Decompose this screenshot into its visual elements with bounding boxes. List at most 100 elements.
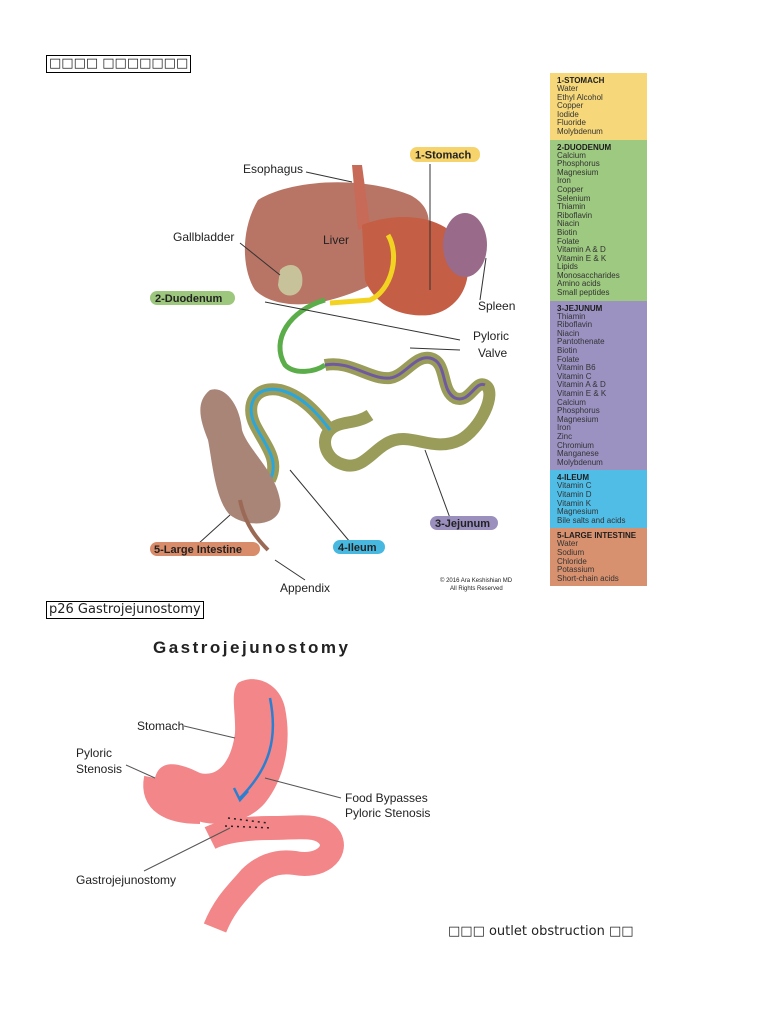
label-esophagus: Esophagus: [243, 162, 303, 176]
table-item: Manganese: [557, 449, 599, 459]
table-item: Thiamin: [557, 202, 586, 212]
label-liver: Liver: [323, 233, 349, 247]
copyright-line-1: © 2016 Ara Keshishian MD: [440, 577, 513, 584]
table-item: Bile salts and acids: [557, 515, 626, 525]
table-item: Copper: [557, 184, 584, 194]
table-item: Water: [557, 84, 579, 93]
table-item: Water: [557, 539, 579, 549]
pill-jejunum-bg: [430, 516, 498, 530]
table-item: Zinc: [557, 431, 573, 441]
table-item: Vitamin D: [557, 489, 592, 499]
table-item: Ethyl Alcohol: [557, 92, 603, 102]
table-block-title: 4-ILEUM: [557, 473, 589, 483]
table-item: Monosaccharides: [557, 270, 620, 280]
jejunum-shape: [319, 351, 496, 472]
header-box: □□□□ □□□□□□□: [46, 55, 192, 73]
table-item: Vitamin C: [557, 481, 592, 491]
table-item: Phosphorus: [557, 159, 600, 169]
gallbladder-shape: [278, 265, 303, 296]
pill-jejunum: 3-Jejunum: [435, 518, 490, 530]
pill-large-intestine-bg: [150, 542, 260, 556]
table-item: Vitamin K: [557, 498, 592, 508]
table-item: Iron: [557, 176, 571, 186]
gastro-stomach-shape: [155, 679, 288, 824]
label-spleen: Spleen: [478, 299, 515, 313]
table-block-title: 2-DUODENUM: [557, 142, 612, 152]
bottom-note: □□□ outlet obstruction □□: [448, 924, 634, 939]
table-item: Vitamin C: [557, 371, 592, 381]
table-item: Lipids: [557, 262, 578, 272]
gastro-duodenum-shape: [143, 775, 201, 824]
food-bypass-arrow: [239, 697, 275, 799]
pill-ileum-bg: [333, 540, 385, 554]
table-item: Small peptides: [557, 288, 610, 298]
esophagus-shape: [352, 165, 370, 230]
table-item: Potassium: [557, 565, 595, 575]
table-item: Magnesium: [557, 414, 599, 424]
gastro-jejunum-shape: [203, 815, 344, 933]
table-item: Calcium: [557, 397, 586, 407]
table-block-title: 3-JEJUNUM: [557, 303, 603, 313]
table-item: Thiamin: [557, 311, 586, 321]
table-item: Selenium: [557, 193, 591, 203]
pill-duodenum-bg: [150, 291, 235, 305]
gastro-label-food-bypasses: Food Bypasses: [345, 791, 428, 805]
table-item: Riboflavin: [557, 320, 593, 330]
digestive-anatomy-illustration: Esophagus Gallbladder Liver Spleen Pylor…: [150, 147, 515, 595]
table-item: Chromium: [557, 440, 594, 450]
caption-p26: p26 Gastrojejunostomy: [46, 601, 204, 619]
table-item: Vitamin A & D: [557, 245, 606, 255]
table-item: Biotin: [557, 227, 578, 237]
table-item: Amino acids: [557, 279, 601, 289]
table-item: Molybdenum: [557, 457, 603, 467]
table-item: Niacin: [557, 328, 580, 338]
gastro-label-pyloric: Pyloric: [76, 746, 112, 760]
table-item: Iron: [557, 423, 571, 433]
pill-stomach-bg: [410, 147, 480, 162]
table-item: Magnesium: [557, 167, 599, 177]
gastro-label-procedure: Gastrojejunostomy: [76, 873, 176, 887]
table-block-title: 5-LARGE INTESTINE: [557, 531, 637, 541]
table-item: Biotin: [557, 346, 578, 356]
table-item: Folate: [557, 354, 580, 364]
table-item: Short-chain acids: [557, 573, 619, 583]
gastro-label-stenosis: Stenosis: [76, 762, 122, 776]
table-item: Calcium: [557, 150, 586, 160]
gastrojejunostomy-illustration: Gastrojejunostomy Stomach Pyloric Stenos…: [76, 638, 430, 933]
pill-ileum: 4-Ileum: [338, 542, 377, 554]
pill-large-intestine: 5-Large Intestine: [154, 544, 242, 556]
duodenum-shape: [277, 297, 327, 374]
gastro-title: Gastrojejunostomy: [153, 638, 350, 657]
table-item: Vitamin E & K: [557, 389, 607, 398]
copyright-line-2: All Rights Reserved: [450, 586, 503, 592]
label-gallbladder: Gallbladder: [173, 230, 234, 244]
table-item: Folate: [557, 236, 580, 246]
label-valve: Valve: [478, 346, 507, 360]
table-item: Molybdenum: [557, 126, 603, 136]
pill-duodenum: 2-Duodenum: [155, 293, 222, 305]
table-item: Magnesium: [557, 507, 599, 517]
table-item: Chloride: [557, 556, 587, 566]
table-item: Sodium: [557, 547, 585, 557]
table-item: Vitamin B6: [557, 363, 596, 373]
label-appendix: Appendix: [280, 581, 330, 595]
table-item: Vitamin A & D: [557, 380, 606, 390]
table-item: Vitamin E & K: [557, 253, 607, 263]
large-intestine-shape: [200, 389, 281, 524]
label-pyloric: Pyloric: [473, 329, 509, 343]
table-item: Riboflavin: [557, 210, 593, 220]
table-item: Niacin: [557, 219, 580, 229]
spleen-shape: [443, 213, 487, 277]
gastro-label-pyloric-stenosis: Pyloric Stenosis: [345, 806, 430, 820]
table-item: Fluoride: [557, 118, 586, 128]
table-block-title: 1-STOMACH: [557, 76, 605, 85]
table-item: Iodide: [557, 109, 579, 119]
table-item: Phosphorus: [557, 406, 600, 416]
pill-stomach: 1-Stomach: [415, 150, 472, 162]
table-item: Pantothenate: [557, 337, 605, 347]
